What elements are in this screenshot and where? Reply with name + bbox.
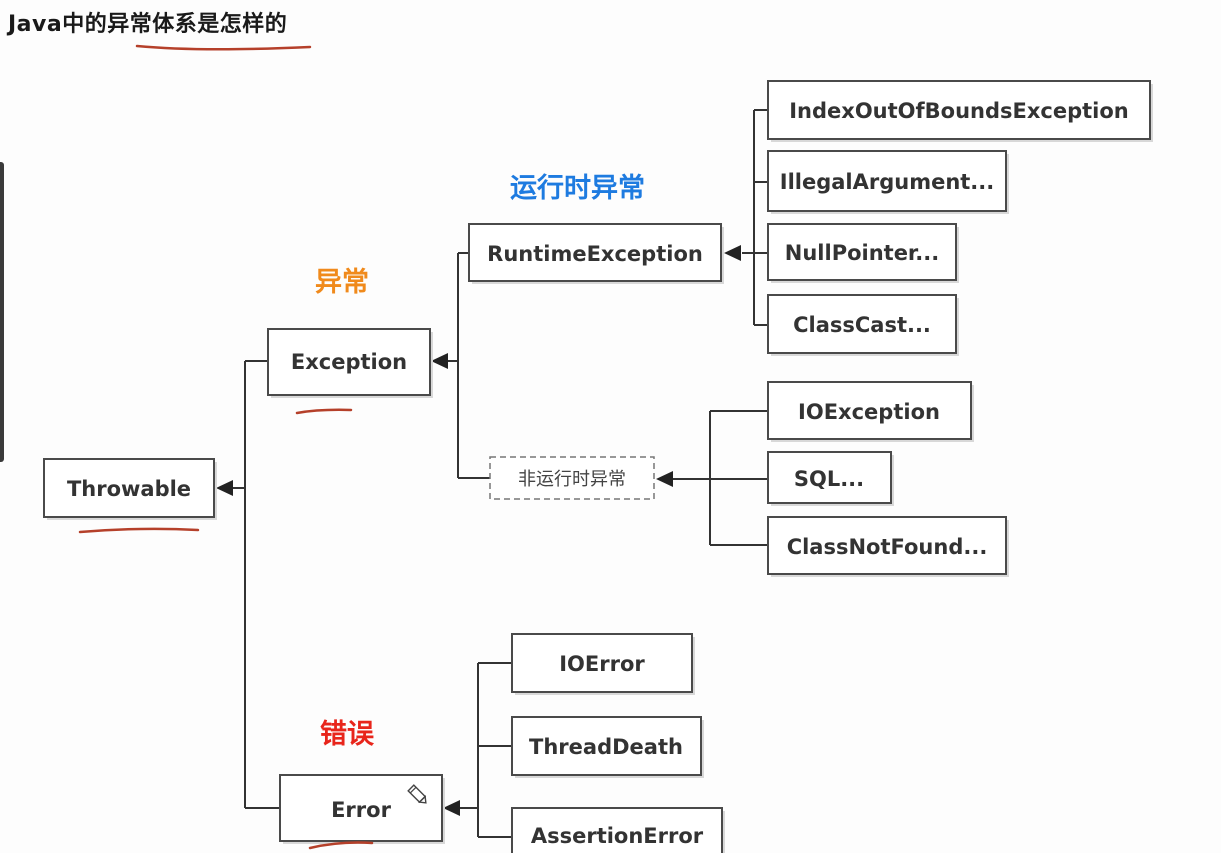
- node-class-cast: ClassCast...: [767, 294, 959, 356]
- node-class-not-found: ClassNotFound...: [767, 516, 1009, 577]
- node-sql-label: SQL...: [794, 467, 864, 491]
- node-thread-death-label: ThreadDeath: [529, 735, 683, 759]
- node-io-error-label: IOError: [559, 652, 645, 676]
- underline-throwable: [78, 527, 200, 534]
- pencil-icon[interactable]: [407, 784, 429, 806]
- arrow-exception: [431, 353, 448, 369]
- label-error-cn: 错误: [320, 719, 375, 750]
- label-exception-cn: 异常: [315, 267, 369, 298]
- label-runtime-exception-cn: 运行时异常: [510, 172, 645, 204]
- title-underline: [135, 44, 312, 51]
- arrow-runtime: [724, 245, 741, 261]
- node-assertion-error-label: AssertionError: [531, 824, 704, 848]
- node-throwable-label: Throwable: [67, 477, 191, 501]
- node-exception: Exception: [267, 328, 433, 398]
- node-throwable: Throwable: [43, 458, 217, 520]
- node-index-out-of-bounds: IndexOutOfBoundsException: [767, 80, 1153, 142]
- node-error-label: Error: [331, 798, 391, 822]
- arrow-nonruntime: [656, 471, 673, 487]
- arrow-throwable: [216, 480, 233, 496]
- node-sql: SQL...: [767, 451, 894, 506]
- node-io-error: IOError: [511, 633, 695, 695]
- node-exception-label: Exception: [291, 350, 407, 374]
- node-illegal-argument: IllegalArgument...: [767, 150, 1009, 214]
- node-thread-death: ThreadDeath: [511, 716, 704, 778]
- underline-error: [308, 841, 374, 850]
- node-null-pointer-label: NullPointer...: [785, 241, 939, 265]
- node-runtime-exception-label: RuntimeException: [487, 242, 703, 266]
- node-null-pointer: NullPointer...: [767, 223, 959, 283]
- node-runtime-exception: RuntimeException: [468, 223, 724, 284]
- node-class-cast-label: ClassCast...: [793, 313, 931, 337]
- node-io-exception-label: IOException: [798, 400, 940, 424]
- node-illegal-argument-label: IllegalArgument...: [780, 170, 995, 194]
- node-io-exception: IOException: [767, 381, 974, 442]
- node-index-out-of-bounds-label: IndexOutOfBoundsException: [789, 99, 1129, 123]
- node-error: Error: [279, 774, 445, 844]
- node-non-runtime-exception: 非运行时异常: [489, 456, 655, 500]
- page-title: Java中的异常体系是怎样的: [8, 12, 288, 37]
- underline-exception: [295, 408, 353, 415]
- node-class-not-found-label: ClassNotFound...: [787, 535, 988, 559]
- node-assertion-error: AssertionError: [511, 807, 725, 853]
- node-non-runtime-exception-label: 非运行时异常: [518, 469, 626, 490]
- arrow-error: [443, 800, 460, 816]
- window-edge: [0, 162, 4, 462]
